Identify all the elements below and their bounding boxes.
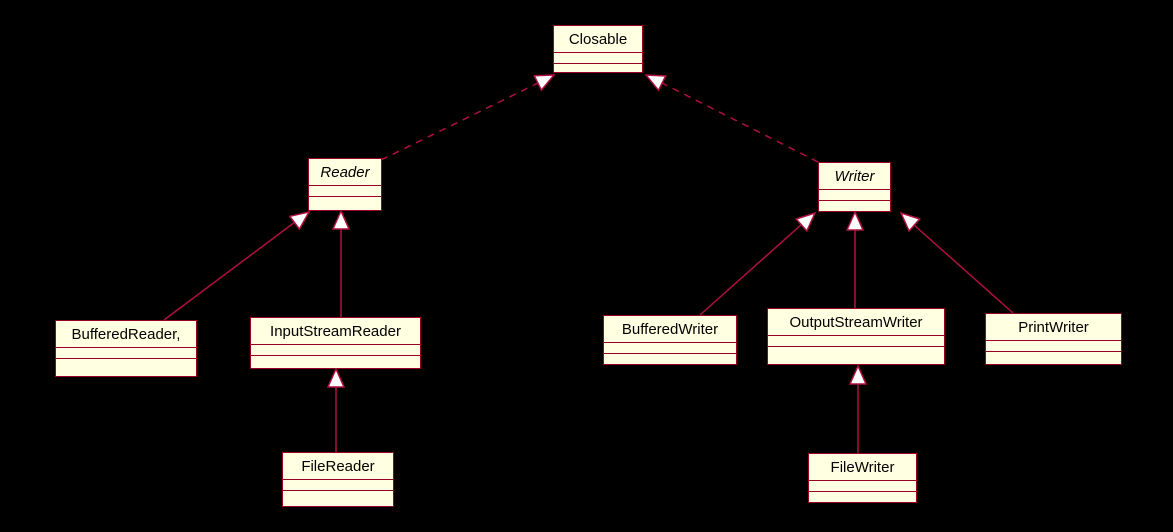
class-name: Reader bbox=[320, 163, 370, 181]
hollow-triangle-arrowhead bbox=[644, 74, 667, 92]
operations-compartment bbox=[809, 491, 916, 502]
edge-reader-closable[interactable] bbox=[380, 74, 556, 161]
hollow-triangle-arrowhead bbox=[848, 364, 868, 385]
class-name: BufferedReader, bbox=[71, 325, 181, 343]
class-name: Closable bbox=[568, 30, 628, 48]
edge-inputstreamreader-reader[interactable] bbox=[331, 209, 351, 317]
class-box-file-reader[interactable]: FileReader bbox=[282, 452, 394, 507]
attributes-compartment bbox=[768, 335, 944, 346]
class-name: FileReader bbox=[301, 457, 375, 475]
class-box-input-stream-reader[interactable]: InputStreamReader bbox=[250, 317, 421, 369]
operations-compartment bbox=[604, 353, 736, 364]
edge-bufferedreader-reader[interactable] bbox=[163, 210, 311, 321]
hollow-triangle-arrowhead bbox=[288, 210, 311, 231]
hollow-triangle-arrowhead bbox=[331, 209, 351, 230]
class-box-buffered-reader[interactable]: BufferedReader, bbox=[55, 320, 197, 377]
edge-filewriter-outputstreamwriter[interactable] bbox=[848, 364, 868, 453]
edge-writer-closable[interactable] bbox=[644, 74, 819, 163]
class-name: BufferedWriter bbox=[621, 320, 719, 338]
class-box-closable[interactable]: Closable bbox=[553, 25, 643, 73]
class-box-print-writer[interactable]: PrintWriter bbox=[985, 313, 1122, 365]
edge-filereader-inputstreamreader[interactable] bbox=[326, 367, 346, 452]
operations-compartment bbox=[986, 351, 1121, 364]
edge-bufferedwriter-writer[interactable] bbox=[699, 211, 817, 316]
attributes-compartment bbox=[986, 340, 1121, 351]
operations-compartment bbox=[309, 196, 381, 210]
class-box-writer[interactable]: Writer bbox=[818, 162, 891, 212]
hollow-triangle-arrowhead bbox=[794, 211, 817, 233]
attributes-compartment bbox=[554, 52, 642, 63]
attributes-compartment bbox=[56, 347, 196, 358]
operations-compartment bbox=[819, 200, 890, 211]
operations-compartment bbox=[283, 490, 393, 506]
edge-outputstreamwriter-writer[interactable] bbox=[845, 210, 865, 308]
class-name: InputStreamReader bbox=[270, 322, 401, 340]
class-name: OutputStreamWriter bbox=[789, 313, 923, 331]
hollow-triangle-arrowhead bbox=[899, 211, 922, 233]
class-box-file-writer[interactable]: FileWriter bbox=[808, 453, 917, 503]
class-box-reader[interactable]: Reader bbox=[308, 158, 382, 211]
hollow-triangle-arrowhead bbox=[845, 210, 865, 231]
operations-compartment bbox=[251, 355, 420, 368]
attributes-compartment bbox=[809, 480, 916, 491]
attributes-compartment bbox=[819, 189, 890, 200]
class-name: Writer bbox=[834, 167, 875, 185]
edge-printwriter-writer[interactable] bbox=[899, 211, 1014, 314]
attributes-compartment bbox=[283, 479, 393, 490]
operations-compartment bbox=[56, 358, 196, 376]
operations-compartment bbox=[554, 63, 642, 72]
hollow-triangle-arrowhead bbox=[326, 367, 346, 388]
class-name: FileWriter bbox=[830, 458, 895, 476]
attributes-compartment bbox=[251, 344, 420, 355]
class-box-buffered-writer[interactable]: BufferedWriter bbox=[603, 315, 737, 365]
class-box-output-stream-writer[interactable]: OutputStreamWriter bbox=[767, 308, 945, 365]
hollow-triangle-arrowhead bbox=[533, 74, 556, 92]
attributes-compartment bbox=[309, 185, 381, 196]
operations-compartment bbox=[768, 346, 944, 364]
class-name: PrintWriter bbox=[1018, 318, 1089, 336]
attributes-compartment bbox=[604, 342, 736, 353]
